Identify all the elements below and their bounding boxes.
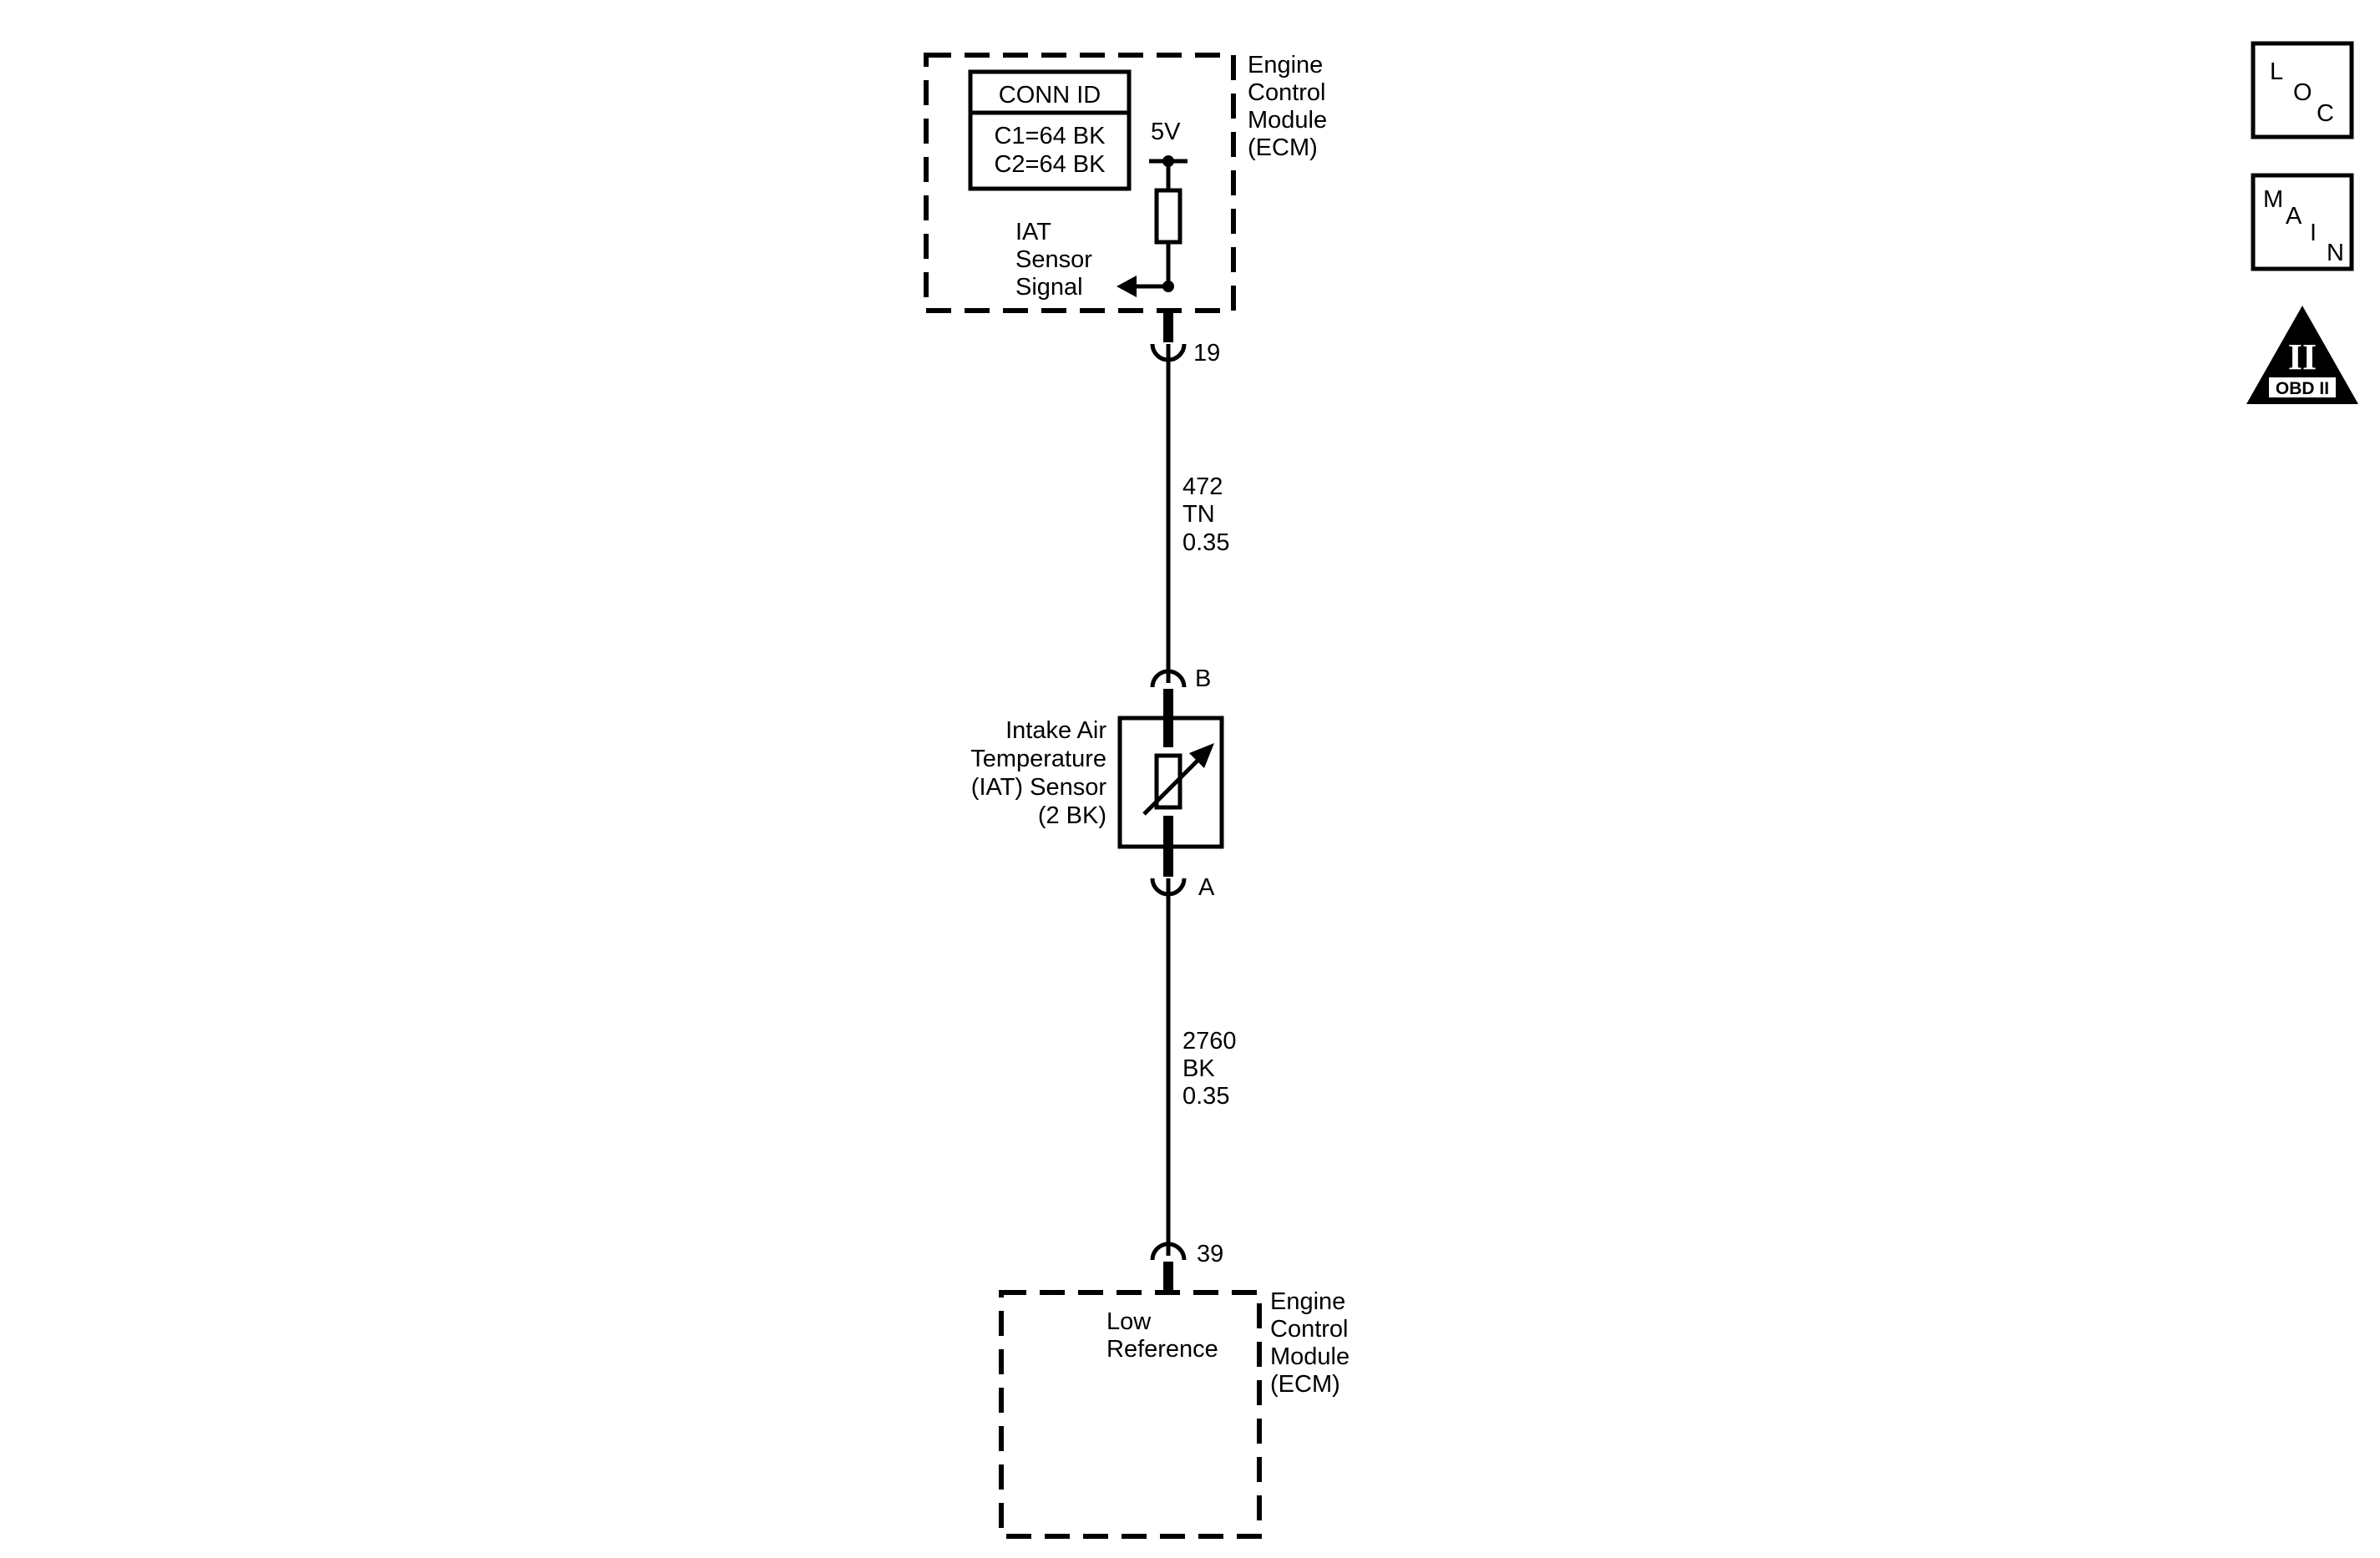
svg-text:(2 BK): (2 BK) (1038, 802, 1106, 829)
svg-text:Intake Air: Intake Air (1005, 717, 1106, 744)
svg-text:(ECM): (ECM) (1248, 134, 1318, 161)
svg-text:Sensor: Sensor (1015, 246, 1092, 273)
svg-text:2760: 2760 (1182, 1028, 1237, 1055)
svg-text:A: A (2286, 203, 2302, 230)
ecm-bottom-module-outline (999, 1290, 1262, 1539)
signal-arrow-icon (1117, 276, 1137, 297)
svg-text:M: M (2263, 186, 2283, 213)
conn-id-line-c1: C1=64 BK (994, 123, 1106, 149)
main-icon[interactable]: M A I N (2251, 173, 2354, 271)
loc-icon[interactable]: L O C (2251, 41, 2354, 139)
pin-b-connector-icon (1150, 669, 1187, 688)
svg-text:Module: Module (1248, 107, 1327, 134)
svg-text:472: 472 (1182, 473, 1223, 500)
pin-19-label: 19 (1193, 340, 1220, 367)
ecm-top-module-label: Engine Control Module (ECM) (1248, 52, 1327, 161)
svg-text:OBD II: OBD II (2276, 379, 2329, 398)
ecm-bottom-module-label: Engine Control Module (ECM) (1270, 1288, 1350, 1398)
svg-text:Low: Low (1106, 1308, 1152, 1335)
ecm-top-module-outline (924, 53, 1236, 313)
variable-arrow-line (1142, 754, 1204, 816)
svg-text:(IAT) Sensor: (IAT) Sensor (971, 774, 1107, 801)
svg-text:Temperature: Temperature (970, 746, 1106, 772)
pullup-resistor (1154, 188, 1182, 245)
svg-text:Engine: Engine (1270, 1288, 1345, 1315)
conn-id-line-c2: C2=64 BK (994, 151, 1106, 178)
svg-text:Control: Control (1270, 1316, 1349, 1343)
conn-id-box: CONN ID C1=64 BK C2=64 BK (968, 69, 1132, 191)
svg-text:Module: Module (1270, 1343, 1350, 1370)
svg-text:BK: BK (1182, 1055, 1215, 1082)
pin-39-label: 39 (1197, 1241, 1223, 1267)
conn-id-title: CONN ID (999, 82, 1101, 109)
svg-text:N: N (2327, 240, 2344, 266)
svg-text:IAT: IAT (1015, 219, 1051, 245)
pin-a-label: A (1198, 874, 1215, 901)
svg-text:Signal: Signal (1015, 274, 1083, 301)
svg-text:I: I (2310, 220, 2317, 246)
signal-wire-label: 472 TN 0.35 (1182, 473, 1229, 556)
svg-text:O: O (2293, 79, 2312, 106)
svg-text:TN: TN (1182, 501, 1215, 528)
pin-b-label: B (1195, 665, 1211, 692)
ground-wire-label: 2760 BK 0.35 (1182, 1028, 1237, 1110)
svg-text:0.35: 0.35 (1182, 529, 1229, 556)
voltage-label: 5V (1151, 119, 1181, 145)
svg-text:C: C (2317, 100, 2334, 127)
svg-text:II: II (2288, 336, 2317, 377)
svg-text:Control: Control (1248, 79, 1326, 106)
variable-arrow-icon (1189, 743, 1214, 768)
svg-text:0.35: 0.35 (1182, 1083, 1229, 1110)
svg-text:Reference: Reference (1106, 1336, 1218, 1363)
svg-text:L: L (2270, 58, 2283, 85)
iat-signal-label: IAT Sensor Signal (1015, 219, 1092, 301)
low-reference-label: Low Reference (1106, 1308, 1218, 1363)
iat-sensor-label: Intake Air Temperature (IAT) Sensor (2 B… (970, 717, 1106, 829)
obd-ii-icon[interactable]: II OBD II (2246, 306, 2358, 404)
pin-39-connector-icon (1150, 1242, 1187, 1261)
svg-text:Engine: Engine (1248, 52, 1323, 78)
svg-text:(ECM): (ECM) (1270, 1371, 1340, 1398)
